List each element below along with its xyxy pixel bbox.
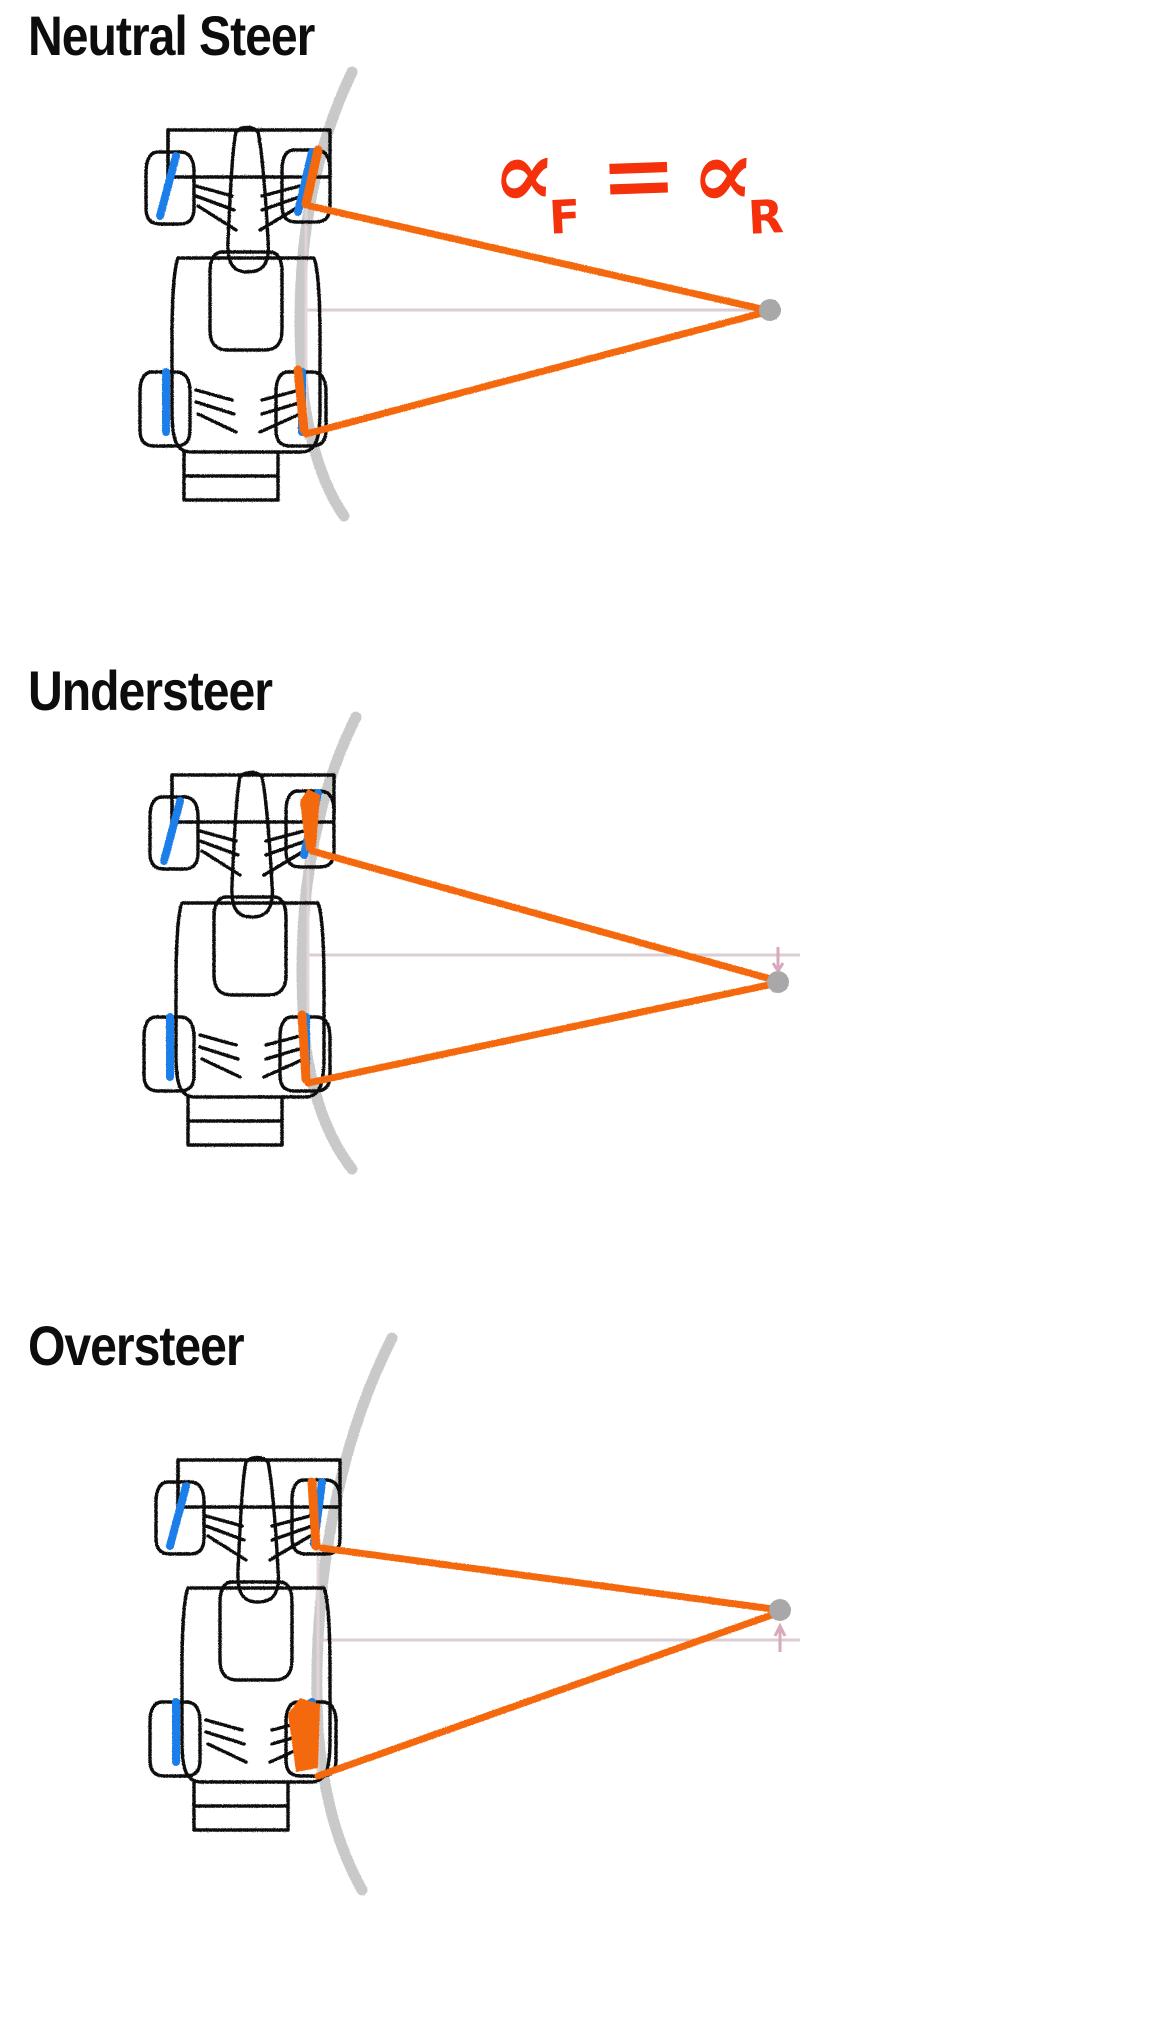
orange-slip-wedge-front — [300, 789, 320, 851]
path-arc-icon — [296, 711, 362, 1175]
alpha-rear-subscript: R — [746, 189, 785, 245]
orange-vector-rear — [302, 308, 770, 438]
panel-title-understeer: Understeer — [28, 659, 273, 722]
blue-vector-front-left — [160, 797, 184, 865]
orange-slip-tick-front — [301, 145, 323, 209]
orange-slip-wedge-rear — [288, 1698, 320, 1772]
wheel-heading-vectors — [156, 148, 316, 436]
centre-shift-arrow — [771, 947, 785, 974]
formula-operator: > — [618, 1289, 699, 1310]
shift-arrow-head-icon — [773, 1622, 787, 1637]
panel-title-oversteer: Oversteer — [28, 1314, 245, 1377]
alpha-front-subscript: F — [547, 189, 582, 245]
orange-vector-front — [318, 1544, 784, 1614]
diagram-oversteer — [0, 1310, 1168, 2035]
car-body-neutral — [138, 125, 332, 502]
orange-slip-tick-rear — [297, 1010, 311, 1084]
orange-vector-rear — [314, 1608, 784, 1780]
wheel-heading-vectors — [160, 789, 322, 1081]
orange-slip-tick-front — [307, 1477, 321, 1551]
slip-vectors-oversteer — [288, 1477, 784, 1780]
turn-centre-marker — [769, 1599, 791, 1621]
orange-vector-front — [306, 202, 770, 314]
blue-vector-front-right — [294, 148, 316, 216]
blue-vector-front-left — [166, 1482, 190, 1550]
slip-vectors-understeer — [297, 789, 782, 1087]
formula-understeer: ∝F>∝R — [509, 1284, 809, 1310]
turn-centre-marker — [767, 971, 789, 993]
panel-understeer: Understeer — [0, 655, 1168, 1310]
diagram-neutral — [0, 0, 1168, 655]
orange-slip-tick-rear — [293, 365, 309, 435]
axis-line — [316, 1500, 800, 1780]
diagram-understeer — [0, 655, 1168, 1310]
slip-vectors-neutral — [293, 145, 770, 438]
formula-neutral: ∝F=∝R — [489, 115, 789, 245]
panel-neutral-steer: Neutral Steer — [0, 0, 1168, 655]
panel-title-neutral: Neutral Steer — [28, 4, 315, 67]
car-body-understeer — [142, 770, 336, 1147]
axis-line — [306, 815, 800, 1085]
panel-oversteer: Oversteer — [0, 1310, 1168, 2035]
formula-operator: = — [598, 119, 679, 231]
blue-vector-front-left — [156, 152, 180, 220]
centre-shift-arrow — [773, 1622, 787, 1652]
turn-centre-marker — [759, 299, 781, 321]
orange-vector-rear — [304, 979, 782, 1087]
alpha-rear-symbol: ∝ — [708, 1284, 780, 1310]
alpha-front-symbol: ∝ — [509, 1284, 581, 1310]
orange-vector-front — [308, 847, 782, 985]
